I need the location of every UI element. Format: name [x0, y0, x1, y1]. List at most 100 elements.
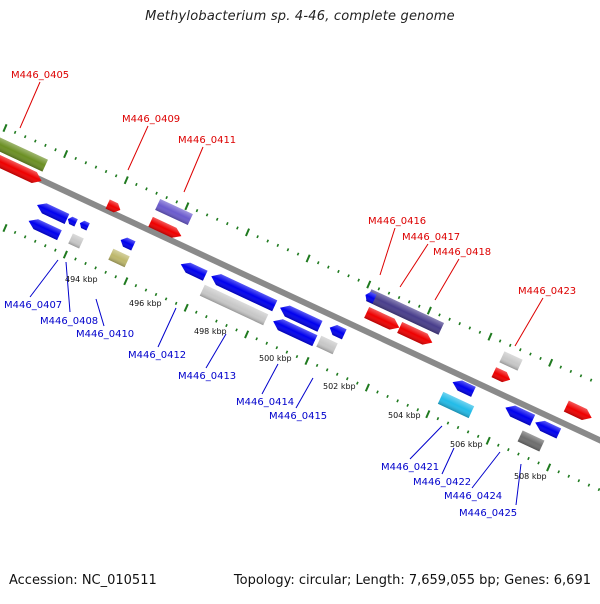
gene-feature[interactable]	[563, 400, 594, 424]
major-tick	[426, 306, 432, 315]
minor-tick	[466, 430, 470, 434]
gene-feature[interactable]	[397, 321, 435, 348]
gene-label[interactable]: M446_0410	[76, 329, 134, 340]
gene-feature[interactable]	[503, 402, 536, 426]
gene-label[interactable]: M446_0418	[433, 247, 491, 258]
label-connector-line	[515, 463, 522, 506]
gene-label[interactable]: M446_0413	[178, 371, 236, 382]
minor-tick	[94, 266, 97, 270]
minor-tick	[74, 257, 77, 261]
minor-tick	[529, 352, 532, 356]
gene-feature[interactable]	[105, 199, 123, 215]
gene-label[interactable]: M446_0417	[402, 232, 460, 243]
gene-feature[interactable]	[363, 290, 377, 304]
label-connector-line	[95, 298, 105, 327]
gene-feature[interactable]	[78, 219, 90, 231]
feature-layer	[0, 134, 594, 452]
gene-label[interactable]: M446_0425	[459, 508, 517, 519]
gene-feature[interactable]	[517, 430, 545, 452]
label-connector-line	[29, 259, 59, 298]
minor-tick	[265, 341, 269, 345]
gene-feature[interactable]	[155, 198, 193, 226]
minor-tick	[508, 343, 512, 347]
scale-label: 496 kbp	[129, 299, 162, 308]
minor-tick	[154, 292, 158, 297]
gene-feature[interactable]	[278, 302, 323, 332]
label-connector-line	[157, 307, 177, 348]
gene-feature[interactable]	[364, 306, 402, 333]
gene-feature-shading	[364, 306, 400, 330]
minor-tick	[255, 337, 258, 341]
minor-tick	[84, 261, 87, 266]
gene-feature[interactable]	[437, 391, 475, 419]
gene-feature[interactable]	[450, 377, 476, 397]
minor-tick	[74, 156, 78, 161]
gene-label[interactable]: M446_0408	[40, 316, 98, 327]
gene-feature[interactable]	[26, 216, 62, 241]
gene-feature-shading	[505, 405, 536, 426]
minor-tick	[476, 434, 480, 438]
minor-tick	[407, 300, 411, 304]
minor-tick	[43, 244, 47, 248]
minor-tick	[527, 456, 530, 461]
gene-feature[interactable]	[119, 236, 136, 251]
gene-label[interactable]: M446_0414	[236, 397, 294, 408]
gene-feature[interactable]	[491, 367, 513, 385]
gene-feature[interactable]	[209, 271, 278, 312]
gene-feature[interactable]	[0, 134, 48, 172]
minor-tick	[345, 377, 349, 381]
gene-feature[interactable]	[148, 216, 183, 241]
gene-feature[interactable]	[0, 153, 44, 187]
minor-tick	[104, 270, 107, 274]
gene-label[interactable]: M446_0424	[444, 491, 502, 502]
gene-label[interactable]: M446_0405	[11, 70, 69, 81]
minor-tick	[519, 348, 522, 352]
gene-label[interactable]: M446_0416	[368, 216, 426, 227]
minor-tick	[164, 297, 168, 301]
gene-feature-shading	[67, 216, 78, 227]
minor-tick	[468, 326, 472, 330]
label-connector-line	[205, 333, 227, 369]
gene-feature[interactable]	[178, 259, 208, 281]
minor-tick	[478, 330, 482, 334]
gene-feature[interactable]	[365, 289, 445, 335]
major-tick	[364, 383, 370, 392]
gene-label[interactable]: M446_0412	[128, 350, 186, 361]
minor-tick	[84, 161, 88, 165]
minor-tick	[559, 365, 563, 369]
minor-tick	[376, 390, 379, 394]
gene-feature[interactable]	[327, 323, 347, 340]
gene-feature[interactable]	[35, 200, 70, 224]
gene-label[interactable]: M446_0421	[381, 462, 439, 473]
gene-feature-shading	[563, 400, 592, 420]
minor-tick	[33, 239, 37, 243]
label-connector-line	[441, 447, 455, 475]
gene-feature-shading	[79, 220, 90, 231]
label-connector-line	[471, 451, 501, 489]
minor-tick	[13, 230, 17, 235]
major-tick	[487, 332, 493, 341]
gene-feature[interactable]	[533, 418, 562, 439]
minor-tick	[205, 315, 208, 319]
gene-label[interactable]: M446_0407	[4, 300, 62, 311]
gene-label[interactable]: M446_0415	[269, 411, 327, 422]
label-connector-line	[514, 297, 544, 347]
minor-tick	[286, 248, 290, 252]
gene-label[interactable]: M446_0411	[178, 135, 236, 146]
gene-label[interactable]: M446_0409	[122, 114, 180, 125]
gene-feature[interactable]	[66, 215, 78, 227]
gene-label[interactable]: M446_0422	[413, 477, 471, 488]
minor-tick	[165, 195, 168, 200]
scale-label: 494 kbp	[65, 275, 98, 284]
gene-label[interactable]: M446_0423	[518, 286, 576, 297]
minor-tick	[438, 313, 441, 317]
gene-feature[interactable]	[199, 284, 269, 326]
gene-feature-shading	[199, 284, 269, 326]
minor-tick	[276, 243, 280, 247]
gene-feature[interactable]	[68, 233, 84, 249]
gene-feature[interactable]	[499, 351, 523, 371]
gene-feature[interactable]	[108, 248, 130, 268]
gene-feature[interactable]	[316, 335, 338, 355]
gene-feature[interactable]	[271, 316, 318, 347]
minor-tick	[416, 408, 420, 412]
